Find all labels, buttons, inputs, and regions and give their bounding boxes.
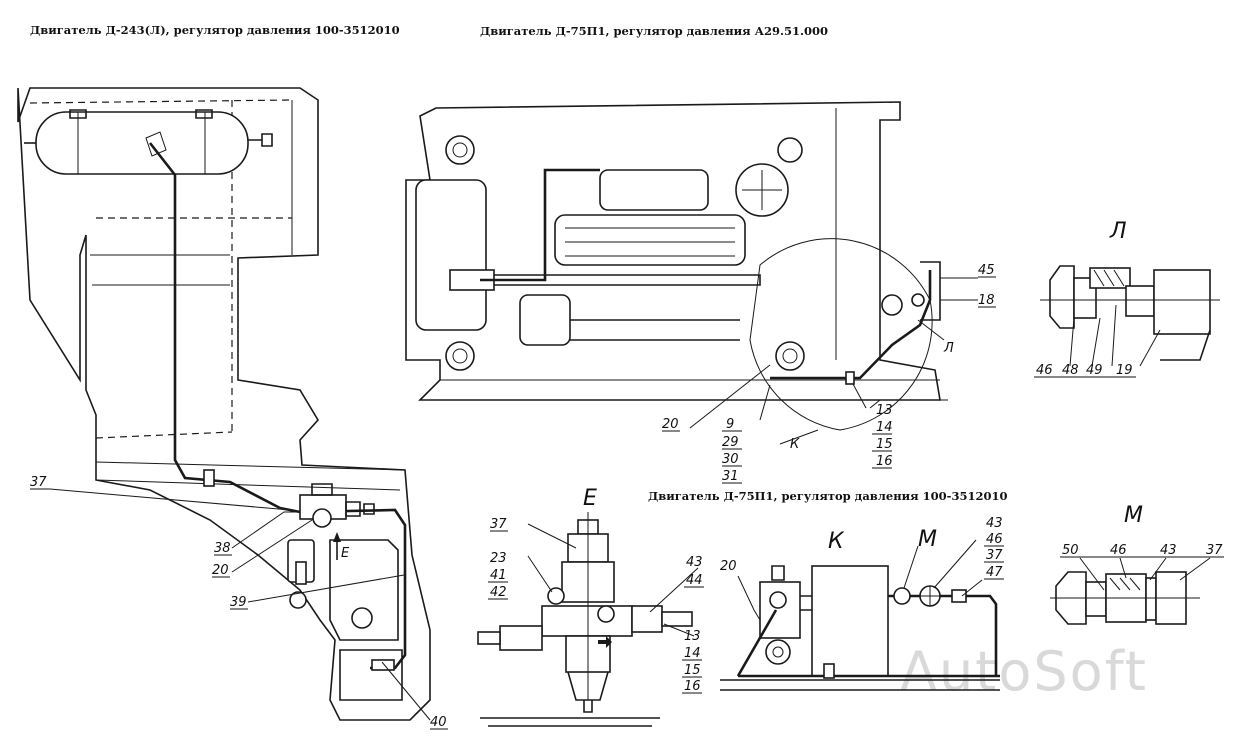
detail-title-m: М <box>1124 503 1143 528</box>
callout-l: Л <box>943 341 954 356</box>
left-view-d243: Е 37 38 20 39 40 <box>17 87 448 730</box>
label-39: 39 <box>230 595 247 610</box>
detail-e-label-37: 37 <box>490 517 507 532</box>
detail-view-e: Е 37 23 41 42 43 44 13 14 15 <box>477 486 704 727</box>
label-30: 30 <box>722 452 739 467</box>
air-tank <box>35 111 249 175</box>
label-20: 20 <box>212 563 229 578</box>
title-d75p1-100: Двигатель Д-75П1, регулятор давления 100… <box>648 489 1007 503</box>
title-d75p1-a29: Двигатель Д-75П1, регулятор давления А29… <box>480 24 828 38</box>
label-38: 38 <box>214 541 231 556</box>
detail-e-label-43: 43 <box>686 555 703 570</box>
title-d243: Двигатель Д-243(Л), регулятор давления 1… <box>30 23 400 37</box>
detail-e-label-44: 44 <box>686 573 703 588</box>
detail-e-label-14: 14 <box>684 646 701 661</box>
label-40: 40 <box>430 715 447 730</box>
detail-e-label-42: 42 <box>490 585 507 600</box>
detail-k-label-43: 43 <box>986 516 1003 531</box>
detail-k-label-20: 20 <box>720 559 737 574</box>
detail-view-k: К 20 М 43 46 37 47 <box>720 516 1004 691</box>
detail-title-l: Л <box>1109 219 1127 244</box>
watermark: AutoSoft <box>900 640 1148 703</box>
detail-title-e: Е <box>583 486 597 511</box>
detail-e-label-13: 13 <box>684 629 701 644</box>
label-9: 9 <box>726 417 734 432</box>
detail-l-label-46: 46 <box>1036 363 1053 378</box>
detail-title-m-callout: М <box>918 527 937 552</box>
callout-k: К <box>790 437 800 452</box>
label-18: 18 <box>978 293 995 308</box>
detail-m-label-43: 43 <box>1160 543 1177 558</box>
detail-e-label-41: 41 <box>490 568 507 583</box>
label-37: 37 <box>30 475 47 490</box>
detail-view-m: М 50 46 43 37 <box>1050 503 1224 625</box>
detail-e-label-23: 23 <box>490 551 507 566</box>
detail-l-label-48: 48 <box>1062 363 1079 378</box>
cylinder-block <box>554 214 746 266</box>
label-13: 13 <box>876 403 893 418</box>
detail-view-l: Л 46 48 49 19 <box>1034 219 1220 378</box>
detail-m-label-50: 50 <box>1062 543 1079 558</box>
label-15: 15 <box>876 437 893 452</box>
label-45: 45 <box>978 263 995 278</box>
detail-k-label-47: 47 <box>986 565 1003 580</box>
label-29: 29 <box>722 435 739 450</box>
detail-m-label-37: 37 <box>1206 543 1223 558</box>
label-31: 31 <box>722 469 739 484</box>
detail-e-label-15: 15 <box>684 663 701 678</box>
detail-k-label-46: 46 <box>986 532 1003 547</box>
label-16: 16 <box>876 454 893 469</box>
detail-k-label-37: 37 <box>986 548 1003 563</box>
label-20b: 20 <box>662 417 679 432</box>
detail-e-label-16: 16 <box>684 679 701 694</box>
detail-l-label-49: 49 <box>1086 363 1103 378</box>
detail-l-label-19: 19 <box>1116 363 1133 378</box>
detail-m-label-46: 46 <box>1110 543 1127 558</box>
label-14: 14 <box>876 420 893 435</box>
view-arrow-e: Е <box>341 546 350 561</box>
top-view-d75p1-engine: 45 18 Л 20 9 29 30 31 К 13 14 15 16 <box>405 101 996 484</box>
detail-title-k: К <box>828 529 845 554</box>
